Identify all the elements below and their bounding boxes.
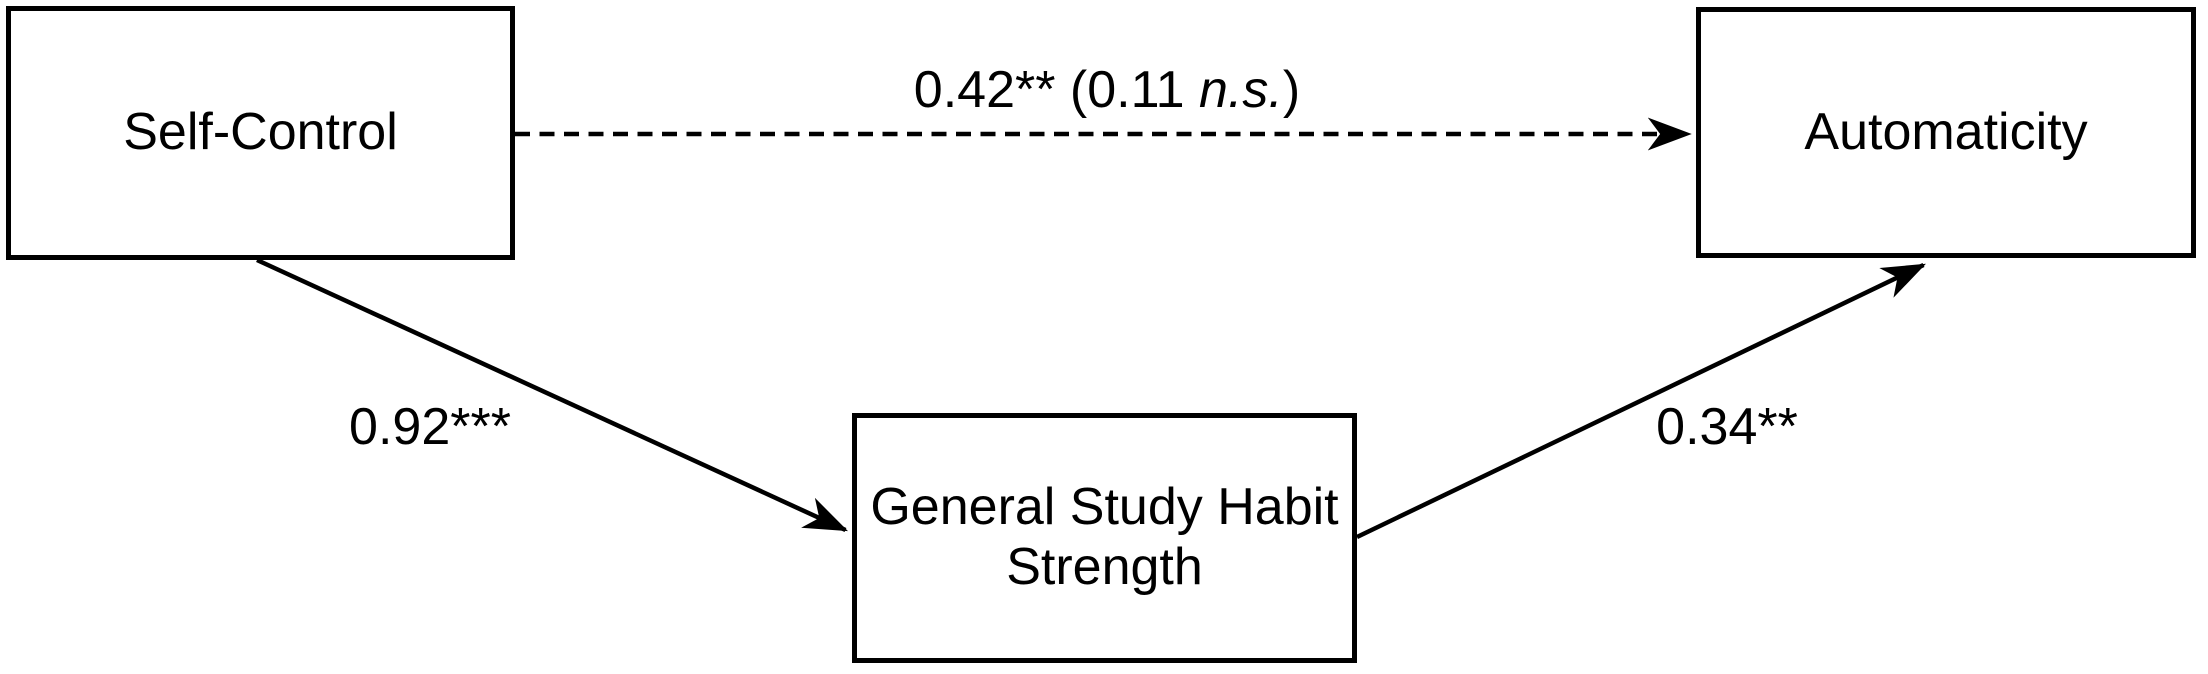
mediator-label-line1: General Study Habit: [870, 478, 1339, 537]
outcome-label: Automaticity: [1804, 102, 2088, 161]
b-path-coefficient: 0.34**: [1656, 398, 1798, 456]
a-path-arrow: [256, 257, 848, 533]
mediator-label-line2: Strength: [1006, 538, 1203, 596]
a-path-coefficient: 0.92***: [349, 398, 511, 456]
outcome-box: Automaticity: [1696, 7, 2196, 258]
predictor-label: Self-Control: [123, 103, 398, 162]
mediator-box: General Study Habit Strength: [852, 413, 1357, 663]
direct-path-coefficient: 0.42** (0.11 n.s.): [914, 60, 1300, 120]
direct-coef-prefix: 0.42** (0.11: [913, 61, 1200, 119]
b-path-arrow: [1356, 262, 1926, 540]
mediator-label: General Study Habit Strength: [870, 478, 1338, 598]
predictor-box: Self-Control: [6, 6, 515, 260]
direct-coef-ns: n.s.: [1199, 61, 1283, 119]
direct-coef-suffix: ): [1282, 61, 1301, 119]
